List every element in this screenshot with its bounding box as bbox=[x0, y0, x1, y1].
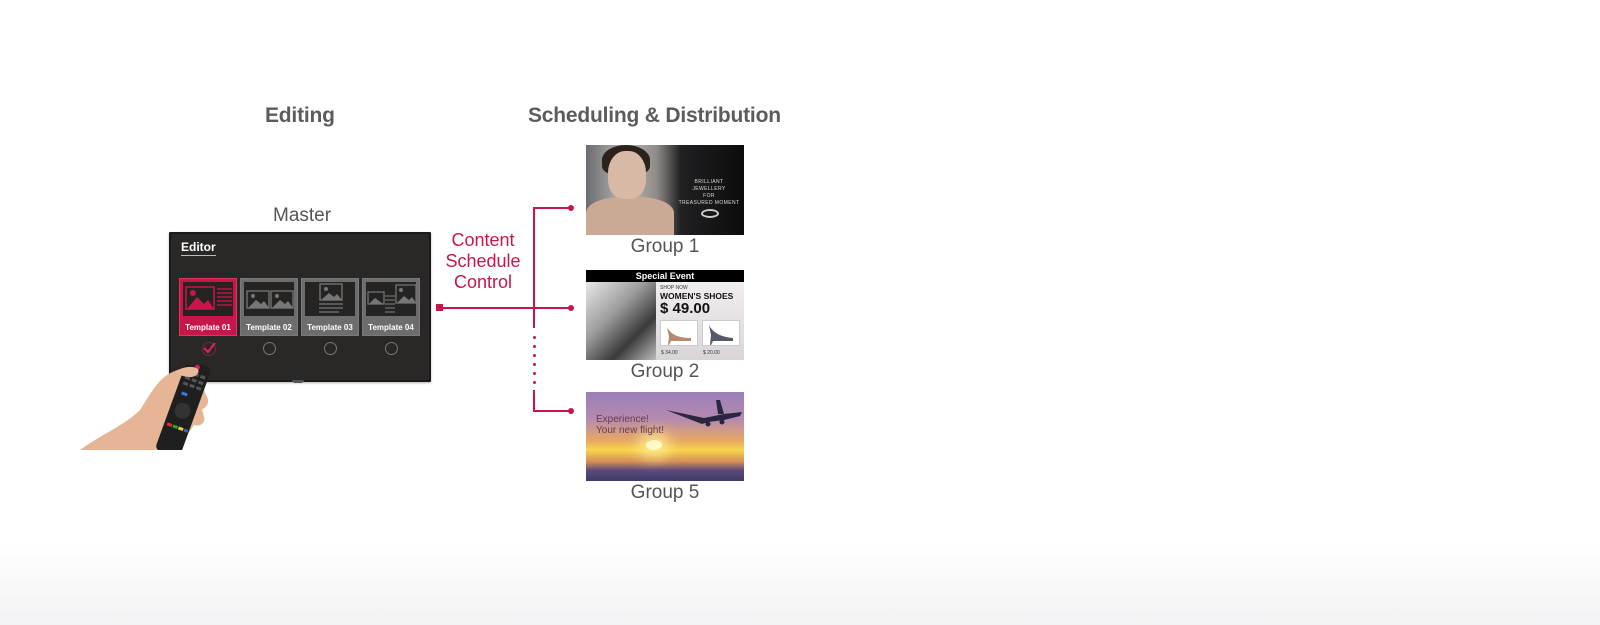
group5-screen: Experience! Your new flight! bbox=[586, 392, 744, 481]
checkmark-icon[interactable] bbox=[201, 340, 217, 356]
model-face bbox=[608, 151, 646, 199]
template-02-card[interactable]: Template 02 bbox=[240, 278, 298, 336]
group2-label: Group 2 bbox=[630, 361, 700, 382]
csc-line-2: Schedule bbox=[445, 251, 521, 271]
group1-screen: BRILLIANT JEWELLERY FOR TREASURED MOMENT bbox=[586, 145, 744, 235]
connector-branch-group1 bbox=[533, 207, 571, 209]
group5-label: Group 5 bbox=[630, 482, 700, 503]
ellipsis-dot bbox=[533, 363, 536, 366]
tv-stand bbox=[292, 380, 304, 383]
connector-dot-group5 bbox=[568, 408, 574, 414]
image-text-layout-icon bbox=[185, 286, 232, 310]
womens-shoes-title: WOMEN'S SHOES bbox=[660, 291, 734, 301]
template-03-label: Template 03 bbox=[307, 323, 353, 332]
ellipsis-dot bbox=[533, 336, 536, 339]
content-schedule-control-label: Content Schedule Control bbox=[438, 230, 528, 293]
item-price-1: $ 34.00 bbox=[661, 350, 678, 356]
airplane-icon bbox=[666, 400, 742, 427]
editing-heading: Editing bbox=[265, 104, 335, 127]
promo-price: $ 49.00 bbox=[660, 300, 711, 317]
hand-remote-icon bbox=[80, 365, 211, 450]
high-heel-icon bbox=[709, 325, 733, 345]
template-04-radio[interactable] bbox=[385, 342, 398, 355]
two-images-layout-icon bbox=[246, 290, 294, 309]
shoe-sculpture-image bbox=[586, 282, 656, 360]
master-tv: Editor Template 01 bbox=[169, 232, 431, 382]
flight-ad-text: Experience! Your new flight! bbox=[596, 414, 665, 436]
mixed-layout-icon bbox=[367, 284, 417, 313]
template-04-card[interactable]: Template 04 bbox=[362, 278, 420, 336]
model-shoulders bbox=[586, 197, 674, 235]
master-label: Master bbox=[273, 205, 332, 226]
connector-origin-square bbox=[436, 304, 443, 311]
template-01-thumbnail bbox=[183, 282, 233, 316]
image-over-text-layout-icon bbox=[319, 283, 343, 313]
shoe-thumbnail-1 bbox=[660, 320, 698, 346]
high-heel-icon bbox=[667, 327, 691, 345]
item-price-2: $ 20.00 bbox=[703, 350, 720, 356]
special-event-banner: Special Event bbox=[586, 270, 744, 282]
ellipsis-dot bbox=[533, 354, 536, 357]
ring-icon bbox=[701, 209, 719, 218]
template-01-card[interactable]: Template 01 bbox=[179, 278, 237, 336]
ellipsis-dot bbox=[533, 345, 536, 348]
template-02-radio[interactable] bbox=[263, 342, 276, 355]
template-02-thumbnail bbox=[244, 282, 294, 316]
connector-dot-group1 bbox=[568, 205, 574, 211]
template-02-label: Template 02 bbox=[246, 323, 292, 332]
connector-branch-group5 bbox=[533, 410, 571, 412]
group2-screen: Special Event SHOP NOW WOMEN'S SHOES $ 4… bbox=[586, 270, 744, 360]
csc-line-3: Control bbox=[453, 272, 513, 292]
template-04-label: Template 04 bbox=[368, 323, 414, 332]
csc-line-1: Content bbox=[451, 230, 515, 250]
ellipsis-dot bbox=[533, 381, 536, 384]
scheduling-heading: Scheduling & Distribution bbox=[528, 104, 781, 127]
connector-dot-group2 bbox=[568, 305, 574, 311]
shop-now-text: SHOP NOW bbox=[660, 285, 688, 291]
editor-title: Editor bbox=[181, 240, 216, 256]
connector-trunk-lower bbox=[533, 390, 535, 412]
connector-trunk-upper bbox=[533, 207, 535, 328]
ellipsis-dot bbox=[533, 372, 536, 375]
connector-main-line bbox=[440, 307, 572, 309]
sunset-sun bbox=[646, 440, 662, 450]
template-03-radio[interactable] bbox=[324, 342, 337, 355]
group1-label: Group 1 bbox=[630, 236, 700, 257]
template-04-thumbnail bbox=[366, 282, 417, 316]
jewellery-ad-text: BRILLIANT JEWELLERY FOR TREASURED MOMENT bbox=[678, 179, 740, 206]
template-03-thumbnail bbox=[305, 282, 355, 316]
template-01-label: Template 01 bbox=[185, 323, 231, 332]
template-03-card[interactable]: Template 03 bbox=[301, 278, 359, 336]
shoe-thumbnail-2 bbox=[702, 320, 740, 346]
